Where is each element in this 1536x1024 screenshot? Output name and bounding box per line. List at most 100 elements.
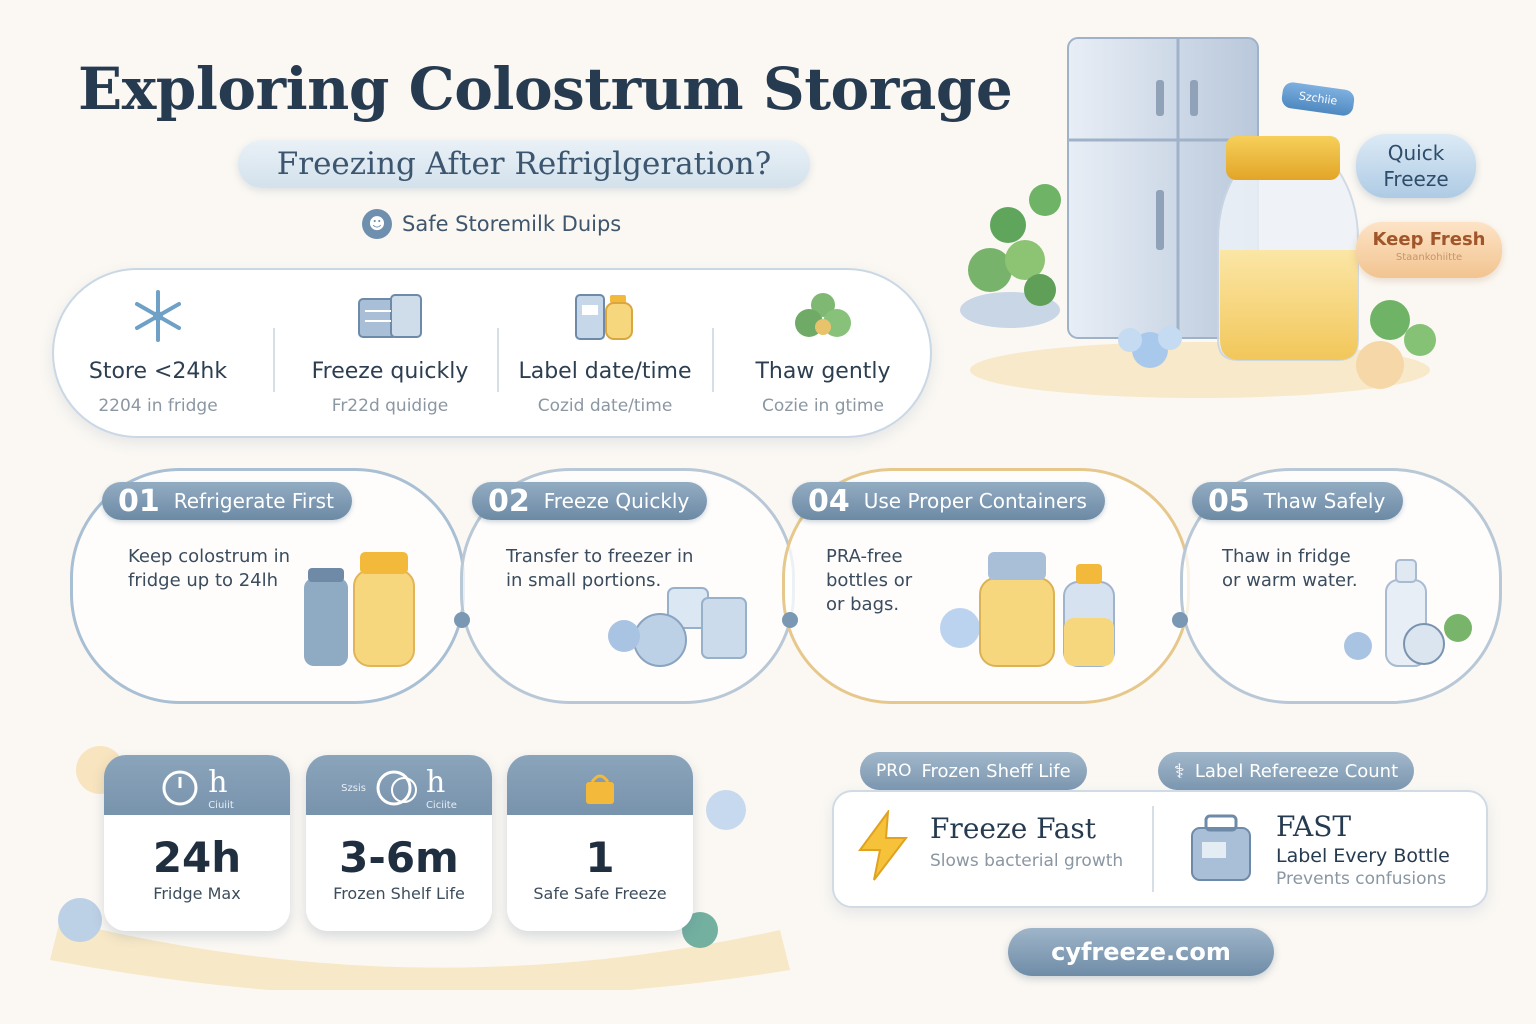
stat-head-label: h — [208, 765, 228, 800]
step-text-line: in small portions. — [506, 570, 662, 591]
pill-label-refreeze: ⚕ Label Refereeze Count — [1158, 752, 1415, 790]
tip-thaw: Thaw gently Cozie in gtime — [718, 285, 928, 425]
step-label: Use Proper Containers — [863, 489, 1087, 513]
info-fast: FAST Label Every Bottle Prevents confusi… — [1276, 810, 1450, 889]
step-tag-01: 01 Refrigerate First — [102, 482, 352, 520]
step-tag-04: 04 Use Proper Containers — [792, 482, 1105, 520]
step-text-line: Keep colostrum in — [128, 546, 291, 567]
tip-sub: Cozid date/time — [537, 396, 673, 416]
tip-sub: 2204 in fridge — [98, 396, 218, 416]
tip-divider — [273, 328, 275, 392]
tips-line: ☻ Safe Storemilk Duips — [362, 208, 621, 240]
stat-head: h Ciuiit — [104, 755, 290, 821]
pill-label: Label Refereeze Count — [1194, 760, 1399, 782]
stat-value: 3-6m — [339, 833, 459, 882]
stat-label: Frozen Shelf Life — [333, 884, 465, 903]
calendar-clock-icon — [376, 770, 417, 806]
stat-label: Fridge Max — [153, 884, 241, 903]
leaf-icon — [795, 293, 851, 337]
stat-head-sub: Ciciite — [425, 800, 457, 811]
pill-label: Frozen Sheff Life — [921, 760, 1071, 782]
info-divider — [1152, 806, 1154, 892]
dna-icon: ⚕ — [1174, 759, 1185, 783]
info-sub: Prevents confusions — [1276, 869, 1447, 889]
bag-icon — [1191, 814, 1251, 881]
bottles-illustration — [304, 552, 415, 667]
step-tag-05: 05 Thaw Safely — [1192, 482, 1404, 520]
step-label: Freeze Quickly — [543, 489, 690, 513]
step-text-05: Thaw in fridge or warm water. — [1222, 545, 1358, 593]
stat-head: Szsis h Ciciite — [306, 755, 492, 821]
basket-icon — [586, 774, 614, 804]
step-label: Thaw Safely — [1263, 489, 1386, 513]
freezer-cubes-illustration — [608, 587, 747, 667]
info-panel — [832, 790, 1488, 908]
tip-sub: Cozie in gtime — [762, 396, 884, 416]
stat-head-label: h — [425, 765, 446, 800]
page-subtitle: Freezing After Refriglgeration? — [238, 140, 810, 188]
stat-card-refreeze: 1 Safe Safe Freeze — [507, 755, 693, 931]
website-link[interactable]: cyfreeze.com — [1008, 928, 1274, 976]
tip-divider — [712, 328, 714, 392]
page-title: Exploring Colostrum Storage — [78, 55, 1013, 123]
snowflake-icon — [135, 290, 181, 342]
thaw-illustration — [1344, 559, 1472, 667]
step-text-line: fridge up to 24lh — [128, 570, 279, 591]
keep-fresh-badge: Keep Fresh Staankohiitte — [1356, 222, 1502, 278]
info-sub: Slows bacterial growth — [930, 851, 1124, 871]
quick-freeze-line-2: Freeze — [1383, 167, 1449, 191]
quick-freeze-line-1: Quick — [1387, 141, 1445, 165]
step-connector — [1172, 612, 1188, 628]
stat-card-frozen: Szsis h Ciciite 3-6m Frozen Shelf Life — [306, 755, 492, 931]
info-sub-bold: Label Every Bottle — [1276, 845, 1450, 867]
fridge-illustration — [960, 37, 1436, 398]
stats-decoration — [50, 746, 790, 990]
step-text-04: PRA-free bottles or or bags. — [826, 545, 912, 617]
pro-label: PRO — [876, 761, 912, 781]
person-icon: ☻ — [362, 209, 392, 239]
stat-card-fridge: h Ciuiit 24h Fridge Max — [104, 755, 290, 931]
containers-illustration — [940, 552, 1115, 667]
tip-heading: Thaw gently — [755, 359, 891, 384]
info-title: FAST — [1276, 810, 1352, 843]
step-number: 04 — [808, 483, 850, 519]
clock-icon — [162, 770, 198, 806]
step-number: 05 — [1208, 483, 1250, 519]
pill-frozen-shelf-life: PRO Frozen Sheff Life — [860, 752, 1087, 790]
tip-heading: Store <24hk — [88, 359, 228, 384]
tip-heading: Label date/time — [518, 359, 692, 384]
stat-value: 24h — [152, 833, 242, 882]
keep-fresh-sub: Staankohiitte — [1395, 252, 1463, 263]
label-bottle-icon — [575, 294, 633, 340]
stat-head — [507, 755, 693, 821]
tip-heading: Freeze quickly — [311, 359, 469, 384]
info-freeze-fast: Freeze Fast Slows bacterial growth — [930, 812, 1123, 871]
lightning-icon — [858, 810, 909, 881]
quick-freeze-badge: Quick Freeze — [1356, 134, 1476, 198]
step-number: 01 — [118, 483, 160, 519]
step-text-line: Transfer to freezer in — [506, 546, 694, 567]
stat-value: 1 — [585, 833, 615, 882]
tip-sub: Fr22d quidige — [331, 396, 449, 416]
step-text-line: or warm water. — [1222, 570, 1358, 591]
stat-body: 3-6m Frozen Shelf Life — [306, 823, 492, 931]
step-text-line: Thaw in fridge — [1222, 546, 1351, 567]
step-tag-02: 02 Freeze Quickly — [472, 482, 708, 520]
step-text-line: or bags. — [826, 594, 900, 615]
stat-head-sub: Ciuiit — [208, 800, 234, 811]
step-connector — [454, 612, 470, 628]
tips-line-text: Safe Storemilk Duips — [402, 212, 622, 236]
stat-label: Safe Safe Freeze — [533, 884, 667, 903]
tip-freeze: Freeze quickly Fr22d quidige — [285, 285, 495, 425]
freezer-icon — [358, 294, 422, 338]
keep-fresh-label: Keep Fresh — [1372, 229, 1486, 250]
stat-body: 1 Safe Safe Freeze — [507, 823, 693, 931]
stat-body: 24h Fridge Max — [104, 823, 290, 931]
step-text-line: bottles or — [826, 570, 913, 591]
step-text-01: Keep colostrum in fridge up to 24lh — [128, 545, 290, 593]
step-text-02: Transfer to freezer in in small portions… — [506, 545, 693, 593]
step-connector — [782, 612, 798, 628]
step-text-line: PRA-free — [826, 546, 903, 567]
step-number: 02 — [488, 483, 530, 519]
tip-label: Label date/time Cozid date/time — [500, 285, 710, 425]
